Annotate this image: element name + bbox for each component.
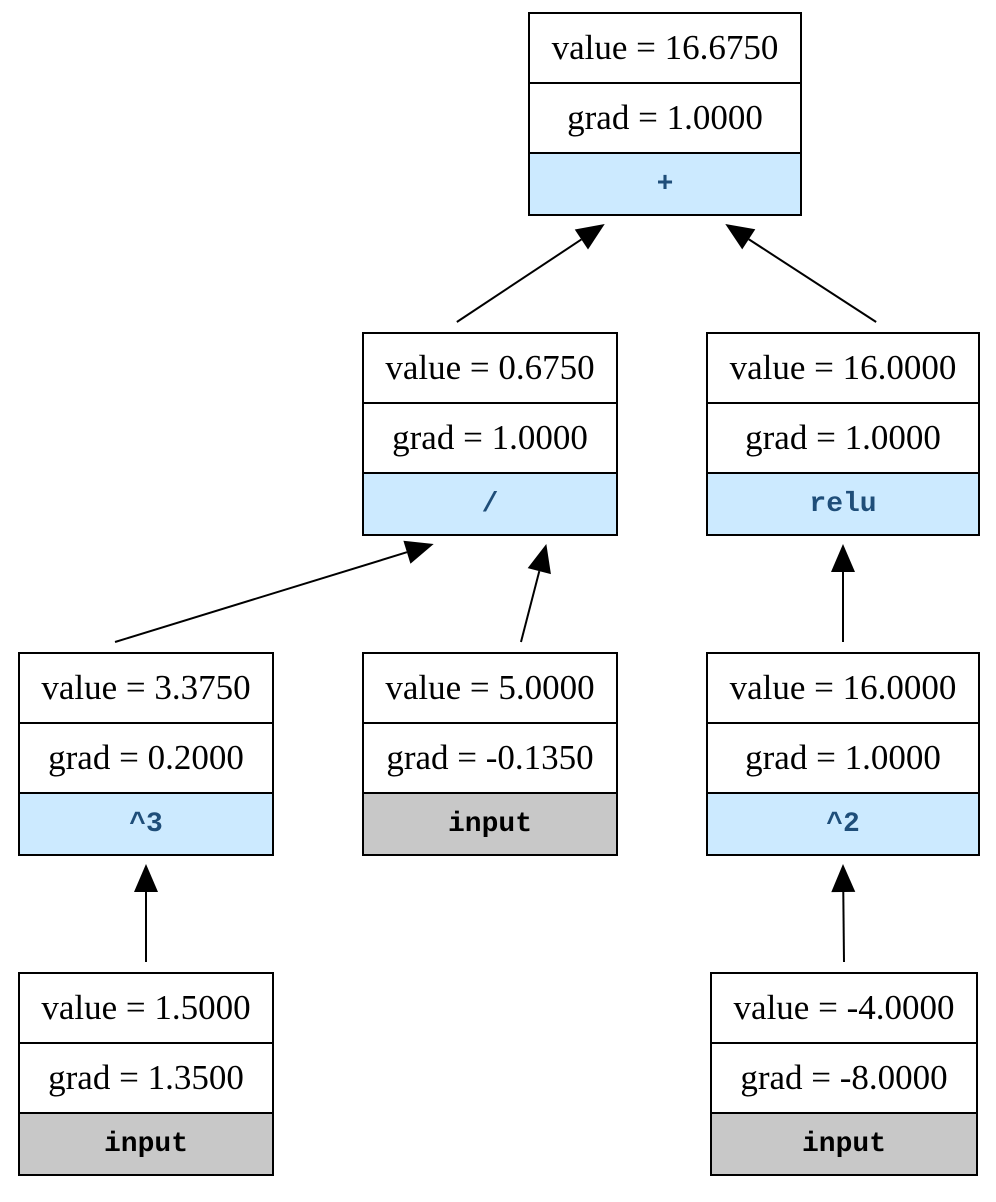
node-grad: grad = 1.0000 bbox=[708, 404, 978, 474]
arrow-head-icon bbox=[403, 540, 434, 564]
node-grad: grad = 1.0000 bbox=[364, 404, 616, 474]
arrow-head-icon bbox=[527, 544, 551, 575]
node-value: value = 16.6750 bbox=[530, 14, 800, 84]
edge-line-div-to-sum bbox=[456, 238, 582, 323]
node-grad: grad = 1.0000 bbox=[530, 84, 800, 154]
node-op: input bbox=[364, 794, 616, 854]
node-sum: value = 16.6750 grad = 1.0000 + bbox=[528, 12, 802, 216]
node-op: input bbox=[20, 1114, 272, 1174]
node-op: ^3 bbox=[20, 794, 272, 854]
node-op: input bbox=[712, 1114, 976, 1174]
node-cube: value = 3.3750 grad = 0.2000 ^3 bbox=[18, 652, 274, 856]
arrow-head-icon bbox=[831, 544, 855, 572]
arrow-head-icon bbox=[134, 864, 158, 892]
node-grad: grad = -0.1350 bbox=[364, 724, 616, 794]
node-value: value = 5.0000 bbox=[364, 654, 616, 724]
node-value: value = 3.3750 bbox=[20, 654, 272, 724]
node-input-1-5: value = 1.5000 grad = 1.3500 input bbox=[18, 972, 274, 1176]
arrow-head-icon bbox=[831, 864, 856, 893]
edge-line-relu-to-sum bbox=[748, 238, 877, 323]
edge-line-input5-to-div bbox=[520, 570, 541, 643]
edge-line-inputm4-to-square bbox=[842, 891, 845, 963]
node-input-minus-4: value = -4.0000 grad = -8.0000 input bbox=[710, 972, 978, 1176]
node-relu: value = 16.0000 grad = 1.0000 relu bbox=[706, 332, 980, 536]
node-grad: grad = 1.3500 bbox=[20, 1044, 272, 1114]
node-value: value = 0.6750 bbox=[364, 334, 616, 404]
node-value: value = 16.0000 bbox=[708, 334, 978, 404]
node-input-5: value = 5.0000 grad = -0.1350 input bbox=[362, 652, 618, 856]
arrow-head-icon bbox=[725, 224, 756, 250]
node-value: value = -4.0000 bbox=[712, 974, 976, 1044]
node-grad: grad = 1.0000 bbox=[708, 724, 978, 794]
node-div: value = 0.6750 grad = 1.0000 / bbox=[362, 332, 618, 536]
node-grad: grad = -8.0000 bbox=[712, 1044, 976, 1114]
node-value: value = 16.0000 bbox=[708, 654, 978, 724]
edge-line-cube-to-div bbox=[114, 551, 408, 643]
node-square: value = 16.0000 grad = 1.0000 ^2 bbox=[706, 652, 980, 856]
node-op: + bbox=[530, 154, 800, 214]
arrow-head-icon bbox=[574, 224, 605, 250]
node-grad: grad = 0.2000 bbox=[20, 724, 272, 794]
node-op: relu bbox=[708, 474, 978, 534]
node-op: ^2 bbox=[708, 794, 978, 854]
node-value: value = 1.5000 bbox=[20, 974, 272, 1044]
node-op: / bbox=[364, 474, 616, 534]
